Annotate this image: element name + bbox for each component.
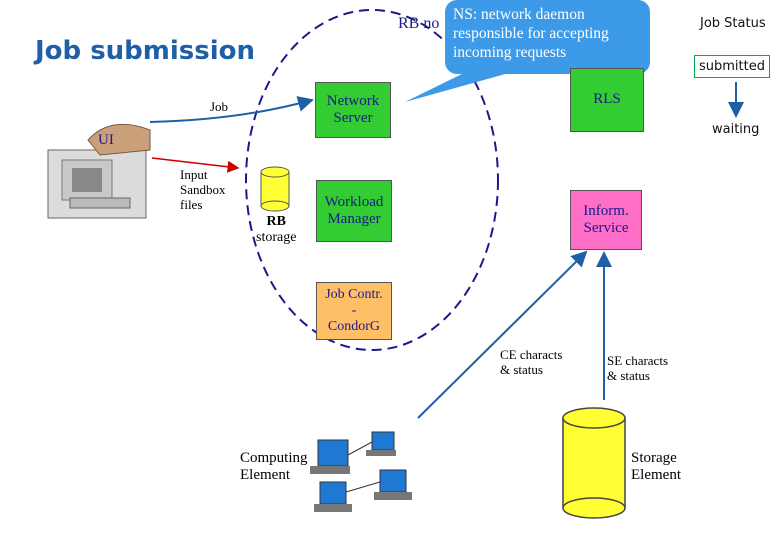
- se-characts-label: SE characts & status: [607, 353, 669, 384]
- input-sandbox-label: Input Sandbox files: [180, 167, 226, 213]
- workload-manager-line-1: Workload: [324, 193, 384, 210]
- computing-element-icons: [310, 431, 412, 512]
- ce-characts-line-2: & status: [500, 361, 543, 377]
- info-service-line-2: Service: [583, 220, 629, 236]
- workload-manager-box: Workload Manager: [316, 180, 392, 242]
- rb-node-boundary: [245, 9, 499, 351]
- rb-storage-line-1: RB: [266, 214, 286, 229]
- computing-element-line-2: Element: [240, 467, 290, 484]
- rls-box: RLS: [570, 68, 644, 132]
- job-controller-box: Job Contr. - CondorG: [316, 282, 392, 340]
- storage-element-cylinder: [562, 407, 626, 519]
- computing-element-line-1: Computing: [240, 450, 308, 466]
- ui-label: UI: [98, 132, 114, 148]
- rb-storage-cylinder: [260, 166, 290, 212]
- se-characts-line-1: SE characts: [607, 353, 669, 368]
- ce-to-is-line: [417, 250, 588, 419]
- page-title: Job submission: [35, 36, 256, 66]
- storage-element-line-2: Element: [631, 467, 681, 484]
- job-status-header: Job Status: [700, 16, 766, 31]
- job-controller-line-2: -: [351, 302, 357, 318]
- input-sandbox-line-1: Input: [180, 167, 208, 182]
- job-label: Job: [210, 99, 229, 114]
- network-server-line-1: Network: [326, 92, 380, 109]
- ns-callout: NS: network daemon responsible for accep…: [445, 0, 650, 74]
- info-service-box: Inform. Service: [570, 190, 642, 250]
- callout-line-2: responsible for accepting: [453, 24, 609, 42]
- status-waiting: waiting: [712, 122, 760, 137]
- input-sandbox-arrow: [151, 157, 240, 173]
- storage-element-line-1: Storage: [631, 450, 677, 466]
- status-submitted: submitted: [694, 55, 770, 78]
- network-server-line-2: Server: [333, 110, 373, 126]
- workload-manager-line-2: Manager: [327, 211, 381, 227]
- callout-line-3: incoming requests: [453, 43, 567, 61]
- input-sandbox-line-2: Sandbox: [180, 181, 226, 197]
- se-characts-line-2: & status: [607, 367, 650, 383]
- ce-characts-line-1: CE characts: [500, 347, 563, 362]
- job-arrow: [149, 96, 314, 123]
- callout-line-1: NS: network daemon: [453, 6, 585, 23]
- ui-computer-icon: [47, 123, 151, 219]
- storage-element-label: Storage Element: [631, 450, 681, 485]
- rls-label: RLS: [593, 91, 621, 108]
- callout-pointer: [405, 70, 520, 102]
- computing-element-label: Computing Element: [240, 450, 308, 485]
- input-sandbox-line-3: files: [180, 196, 203, 212]
- rb-node-label: RB no: [398, 15, 440, 32]
- info-service-line-1: Inform.: [583, 202, 629, 219]
- rb-storage-label: RB storage: [256, 214, 296, 246]
- job-controller-line-1: Job Contr.: [325, 286, 383, 302]
- network-server-box: Network Server: [315, 82, 391, 138]
- job-controller-line-3: CondorG: [327, 319, 381, 335]
- ce-characts-label: CE characts & status: [500, 347, 563, 378]
- rb-storage-line-2: storage: [256, 230, 297, 246]
